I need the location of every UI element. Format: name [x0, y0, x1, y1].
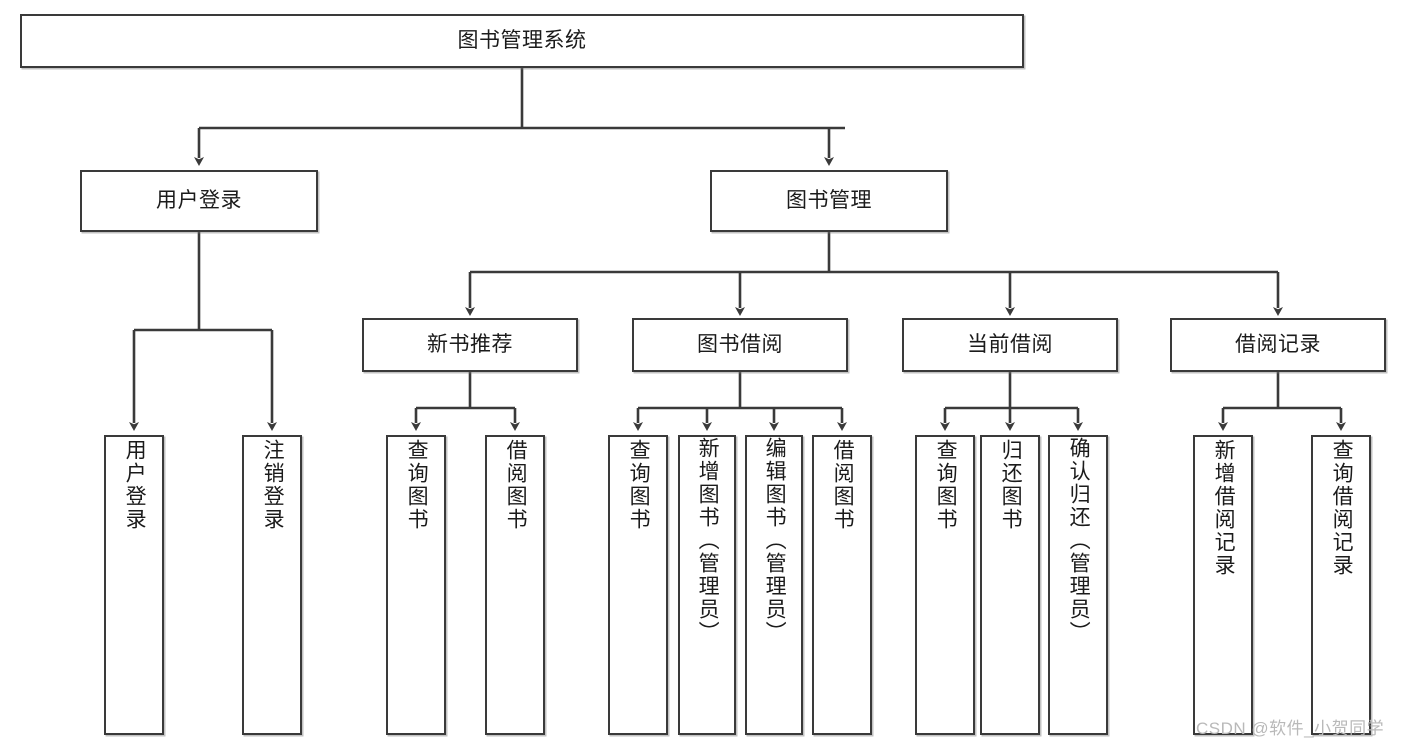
node-leaf-query-book-1-label: 查询图书	[405, 439, 429, 531]
node-leaf-return-book[interactable]: 归还图书	[980, 435, 1040, 735]
node-new-book-recommend-label: 新书推荐	[427, 332, 513, 356]
node-borrow-record-label: 借阅记录	[1235, 332, 1321, 356]
node-leaf-borrow-book-1[interactable]: 借阅图书	[485, 435, 545, 735]
node-current-borrow[interactable]: 当前借阅	[902, 318, 1118, 372]
node-book-manage[interactable]: 图书管理	[710, 170, 948, 232]
node-leaf-user-logout[interactable]: 注销登录	[242, 435, 302, 735]
node-leaf-edit-book-label: 编辑图书（管理员）	[763, 437, 787, 644]
watermark-csdn: CSDN @软件_小贺同学	[1196, 719, 1385, 738]
node-book-borrow[interactable]: 图书借阅	[632, 318, 848, 372]
node-leaf-borrow-book-1-label: 借阅图书	[504, 439, 528, 531]
node-new-book-recommend[interactable]: 新书推荐	[362, 318, 578, 372]
node-leaf-user-login-label: 用户登录	[123, 439, 147, 531]
node-leaf-query-record[interactable]: 查询借阅记录	[1311, 435, 1371, 735]
node-leaf-add-book[interactable]: 新增图书（管理员）	[678, 435, 736, 735]
node-user-login[interactable]: 用户登录	[80, 170, 318, 232]
node-root[interactable]: 图书管理系统	[20, 14, 1024, 68]
node-leaf-add-record[interactable]: 新增借阅记录	[1193, 435, 1253, 735]
node-leaf-return-book-label: 归还图书	[999, 439, 1023, 531]
node-leaf-query-book-3[interactable]: 查询图书	[915, 435, 975, 735]
node-leaf-query-book-2-label: 查询图书	[627, 439, 651, 531]
node-leaf-confirm-return-label: 确认归还（管理员）	[1067, 437, 1091, 644]
node-borrow-record[interactable]: 借阅记录	[1170, 318, 1386, 372]
node-leaf-user-login[interactable]: 用户登录	[104, 435, 164, 735]
node-leaf-query-book-3-label: 查询图书	[934, 439, 958, 531]
node-current-borrow-label: 当前借阅	[967, 332, 1053, 356]
node-leaf-confirm-return[interactable]: 确认归还（管理员）	[1048, 435, 1108, 735]
node-leaf-add-record-label: 新增借阅记录	[1212, 439, 1236, 577]
node-book-borrow-label: 图书借阅	[697, 332, 783, 356]
node-leaf-query-record-label: 查询借阅记录	[1330, 439, 1354, 577]
node-leaf-query-book-2[interactable]: 查询图书	[608, 435, 668, 735]
node-leaf-edit-book[interactable]: 编辑图书（管理员）	[745, 435, 803, 735]
node-leaf-borrow-book-2[interactable]: 借阅图书	[812, 435, 872, 735]
node-leaf-query-book-1[interactable]: 查询图书	[386, 435, 446, 735]
node-leaf-add-book-label: 新增图书（管理员）	[696, 437, 720, 644]
node-leaf-borrow-book-2-label: 借阅图书	[831, 439, 855, 531]
node-user-login-label: 用户登录	[156, 188, 242, 212]
node-root-label: 图书管理系统	[457, 28, 587, 52]
node-leaf-user-logout-label: 注销登录	[261, 439, 285, 531]
node-book-manage-label: 图书管理	[786, 188, 872, 212]
